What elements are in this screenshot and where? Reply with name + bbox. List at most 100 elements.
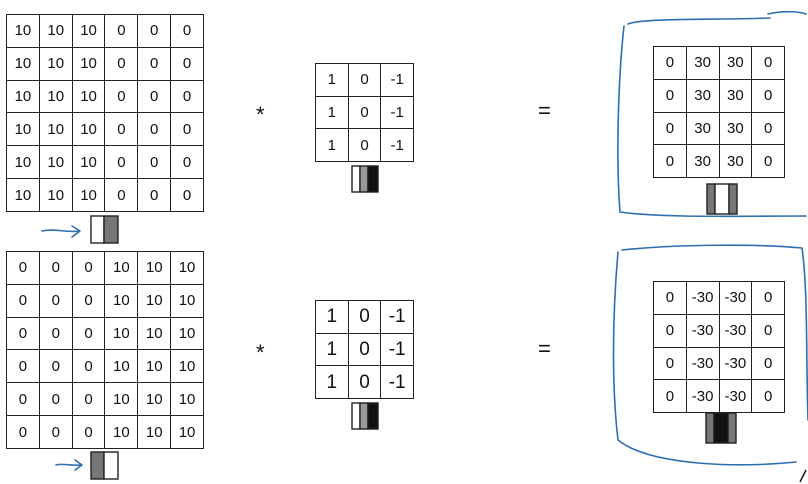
matrix-cell: 0 xyxy=(170,112,204,147)
matrix-cell: 0 xyxy=(71,349,106,384)
matrix-cell: 0 xyxy=(751,46,785,80)
matrix-cell: 0 xyxy=(71,415,106,449)
matrix-cell: 0 xyxy=(6,316,40,351)
matrix-cell: -1 xyxy=(380,332,414,367)
matrix-cell: 10 xyxy=(6,79,40,114)
matrix-cell: 1 xyxy=(315,95,349,130)
matrix-cell: 10 xyxy=(6,145,40,180)
matrix-cell: 0 xyxy=(751,313,785,348)
matrix-cell: 0 xyxy=(347,63,382,97)
matrix-cell: 0 xyxy=(6,283,40,318)
matrix-cell: 0 xyxy=(71,251,106,285)
matrix-cell: 0 xyxy=(170,14,204,48)
bottom-input-swatch xyxy=(90,451,119,480)
matrix-cell: 0 xyxy=(751,144,785,178)
matrix-cell: 10 xyxy=(170,415,204,449)
matrix-cell: 1 xyxy=(315,365,349,399)
matrix-cell: 0 xyxy=(653,313,687,348)
matrix-cell: 10 xyxy=(71,145,106,180)
matrix-cell: 10 xyxy=(137,349,172,384)
matrix-cell: 10 xyxy=(104,349,139,384)
matrix-cell: 30 xyxy=(685,111,720,146)
matrix-cell: 10 xyxy=(104,251,139,285)
matrix-cell: 0 xyxy=(71,283,106,318)
matrix-cell: 10 xyxy=(71,112,106,147)
matrix-cell: 0 xyxy=(38,415,73,449)
bottom-arrow-icon xyxy=(55,459,83,471)
matrix-cell: -30 xyxy=(718,379,753,413)
matrix-cell: 30 xyxy=(718,78,753,113)
matrix-cell: 10 xyxy=(38,79,73,114)
bottom-output-pen-outline xyxy=(612,244,808,466)
matrix-cell: -1 xyxy=(380,95,414,130)
matrix-cell: 1 xyxy=(315,332,349,367)
matrix-cell: 0 xyxy=(170,79,204,114)
matrix-cell: 0 xyxy=(170,46,204,81)
matrix-cell: 0 xyxy=(104,112,139,147)
top-input-swatch xyxy=(90,215,119,244)
matrix-cell: 0 xyxy=(137,112,172,147)
matrix-cell: 10 xyxy=(38,46,73,81)
matrix-cell: 10 xyxy=(6,112,40,147)
matrix-cell: 10 xyxy=(170,283,204,318)
matrix-cell: -30 xyxy=(685,281,720,315)
matrix-cell: 10 xyxy=(104,316,139,351)
matrix-cell: 0 xyxy=(347,332,382,367)
matrix-cell: 10 xyxy=(71,178,106,212)
matrix-cell: -30 xyxy=(685,346,720,381)
matrix-cell: 0 xyxy=(751,346,785,381)
matrix-cell: 0 xyxy=(104,14,139,48)
matrix-cell: 10 xyxy=(38,14,73,48)
matrix-cell: 0 xyxy=(137,79,172,114)
top-arrow-icon xyxy=(41,225,81,238)
matrix-cell: 0 xyxy=(104,178,139,212)
matrix-cell: 0 xyxy=(347,95,382,130)
matrix-cell: 10 xyxy=(137,382,172,417)
matrix-cell: 30 xyxy=(685,46,720,80)
matrix-cell: 0 xyxy=(653,379,687,413)
matrix-cell: 0 xyxy=(137,178,172,212)
matrix-cell: 30 xyxy=(685,78,720,113)
matrix-cell: -1 xyxy=(380,63,414,97)
matrix-cell: 0 xyxy=(751,379,785,413)
matrix-cell: 10 xyxy=(170,251,204,285)
matrix-cell: 30 xyxy=(718,111,753,146)
top-convolution-operator: * xyxy=(256,102,265,127)
top-output-swatch xyxy=(706,183,738,215)
matrix-cell: 10 xyxy=(137,283,172,318)
matrix-cell: 10 xyxy=(137,415,172,449)
matrix-cell: 30 xyxy=(685,144,720,178)
matrix-cell: 0 xyxy=(653,346,687,381)
matrix-cell: 0 xyxy=(751,111,785,146)
matrix-cell: 30 xyxy=(718,144,753,178)
matrix-cell: 0 xyxy=(38,382,73,417)
matrix-cell: 10 xyxy=(104,382,139,417)
matrix-cell: 0 xyxy=(653,281,687,315)
corner-pen-stroke xyxy=(799,469,807,483)
bottom-equals-sign: = xyxy=(538,336,551,361)
top-equals-sign: = xyxy=(538,98,551,123)
matrix-cell: 10 xyxy=(137,251,172,285)
matrix-cell: 0 xyxy=(104,145,139,180)
matrix-cell: 0 xyxy=(170,178,204,212)
